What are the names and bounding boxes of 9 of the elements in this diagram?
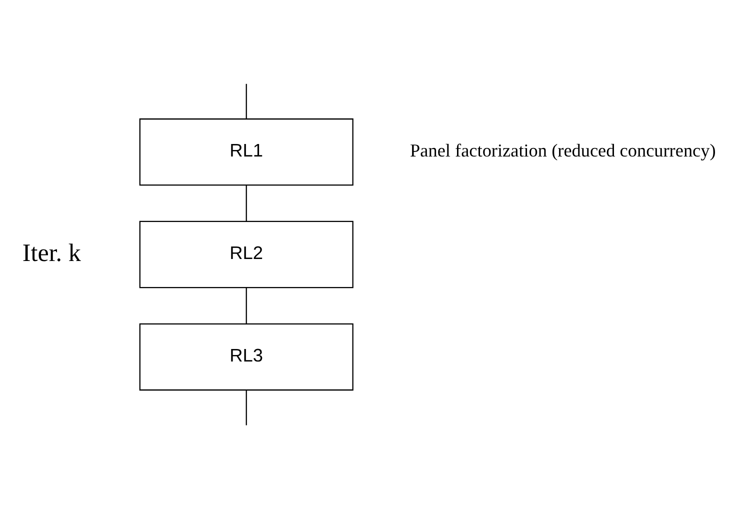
- connector: [246, 185, 247, 222]
- node-box: RL1: [139, 118, 354, 186]
- label: Iter. k: [22, 240, 81, 267]
- node-label: Panel factorization (reduced concurrency): [410, 140, 716, 160]
- connector: [246, 288, 247, 324]
- node-box: RL3: [139, 323, 354, 391]
- node-box: RL2: [139, 220, 354, 288]
- connector: [246, 390, 247, 426]
- connector: [246, 84, 247, 119]
